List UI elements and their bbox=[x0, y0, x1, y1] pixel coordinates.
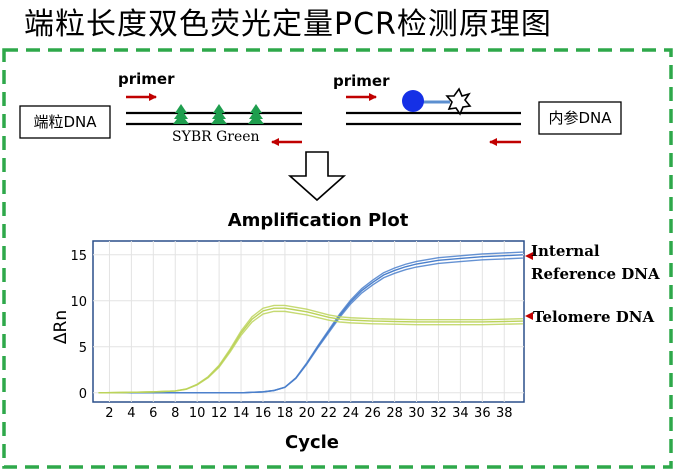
x-tick-label: 8 bbox=[171, 406, 179, 421]
x-tick-label: 36 bbox=[474, 406, 491, 421]
down-arrow-icon bbox=[287, 151, 347, 202]
curve-layer bbox=[98, 251, 523, 394]
series-line-internal-reference bbox=[98, 251, 523, 394]
telomere-pointer-icon bbox=[525, 312, 533, 320]
dashed-frame bbox=[2, 48, 673, 469]
x-tick-label: 30 bbox=[408, 406, 425, 421]
reporter-dye-icon bbox=[402, 90, 424, 112]
x-axis-label: Cycle bbox=[285, 432, 339, 453]
y-tick-label: 0 bbox=[79, 387, 87, 402]
x-tick-label: 14 bbox=[233, 406, 250, 421]
x-tick-label: 24 bbox=[342, 406, 359, 421]
x-tick-label: 20 bbox=[299, 406, 316, 421]
internal-annotation-line2: Reference DNA bbox=[531, 265, 660, 283]
y-tick-label: 10 bbox=[70, 295, 87, 310]
internal-dna-box bbox=[538, 101, 622, 135]
telomere-annotation: Telomere DNA bbox=[533, 308, 654, 326]
x-tick-label: 38 bbox=[496, 406, 513, 421]
y-tick-label: 5 bbox=[79, 341, 87, 356]
x-tick-label: 4 bbox=[127, 406, 135, 421]
quencher-star-icon bbox=[445, 87, 472, 116]
primer-label-left: primer bbox=[118, 70, 175, 88]
x-tick-label: 2 bbox=[105, 406, 113, 421]
x-tick-label: 32 bbox=[430, 406, 447, 421]
figure-title: 端粒长度双色荧光定量PCR检测原理图 bbox=[24, 7, 552, 42]
x-tick-label: 16 bbox=[255, 406, 272, 421]
x-tick-label: 26 bbox=[364, 406, 381, 421]
y-tick-label: 15 bbox=[70, 249, 87, 264]
x-tick-label: 18 bbox=[277, 406, 294, 421]
x-tick-label: 6 bbox=[149, 406, 157, 421]
x-tick-label: 10 bbox=[189, 406, 206, 421]
sybr-green-icon-3 bbox=[248, 104, 264, 124]
primer-label-right: primer bbox=[333, 72, 390, 90]
x-tick-label: 12 bbox=[211, 406, 228, 421]
telomere-dna-box bbox=[19, 105, 111, 139]
sybr-green-icon-1 bbox=[173, 104, 189, 124]
chart-title: Amplification Plot bbox=[228, 210, 409, 231]
internal-dna-box-label: 内参DNA bbox=[548, 109, 612, 127]
x-tick-label: 22 bbox=[321, 406, 338, 421]
series-line-telomere bbox=[98, 304, 523, 394]
sybr-green-icon-2 bbox=[211, 104, 227, 124]
x-tick-label: 28 bbox=[386, 406, 403, 421]
internal-annotation-line1: Internal bbox=[531, 242, 600, 260]
telomere-dna-box-label: 端粒DNA bbox=[33, 113, 97, 131]
x-tick-label: 34 bbox=[452, 406, 469, 421]
y-axis-label: ΔRn bbox=[51, 310, 71, 344]
internal-pointer-icon bbox=[525, 252, 533, 260]
sybr-green-label: SYBR Green bbox=[172, 129, 260, 145]
